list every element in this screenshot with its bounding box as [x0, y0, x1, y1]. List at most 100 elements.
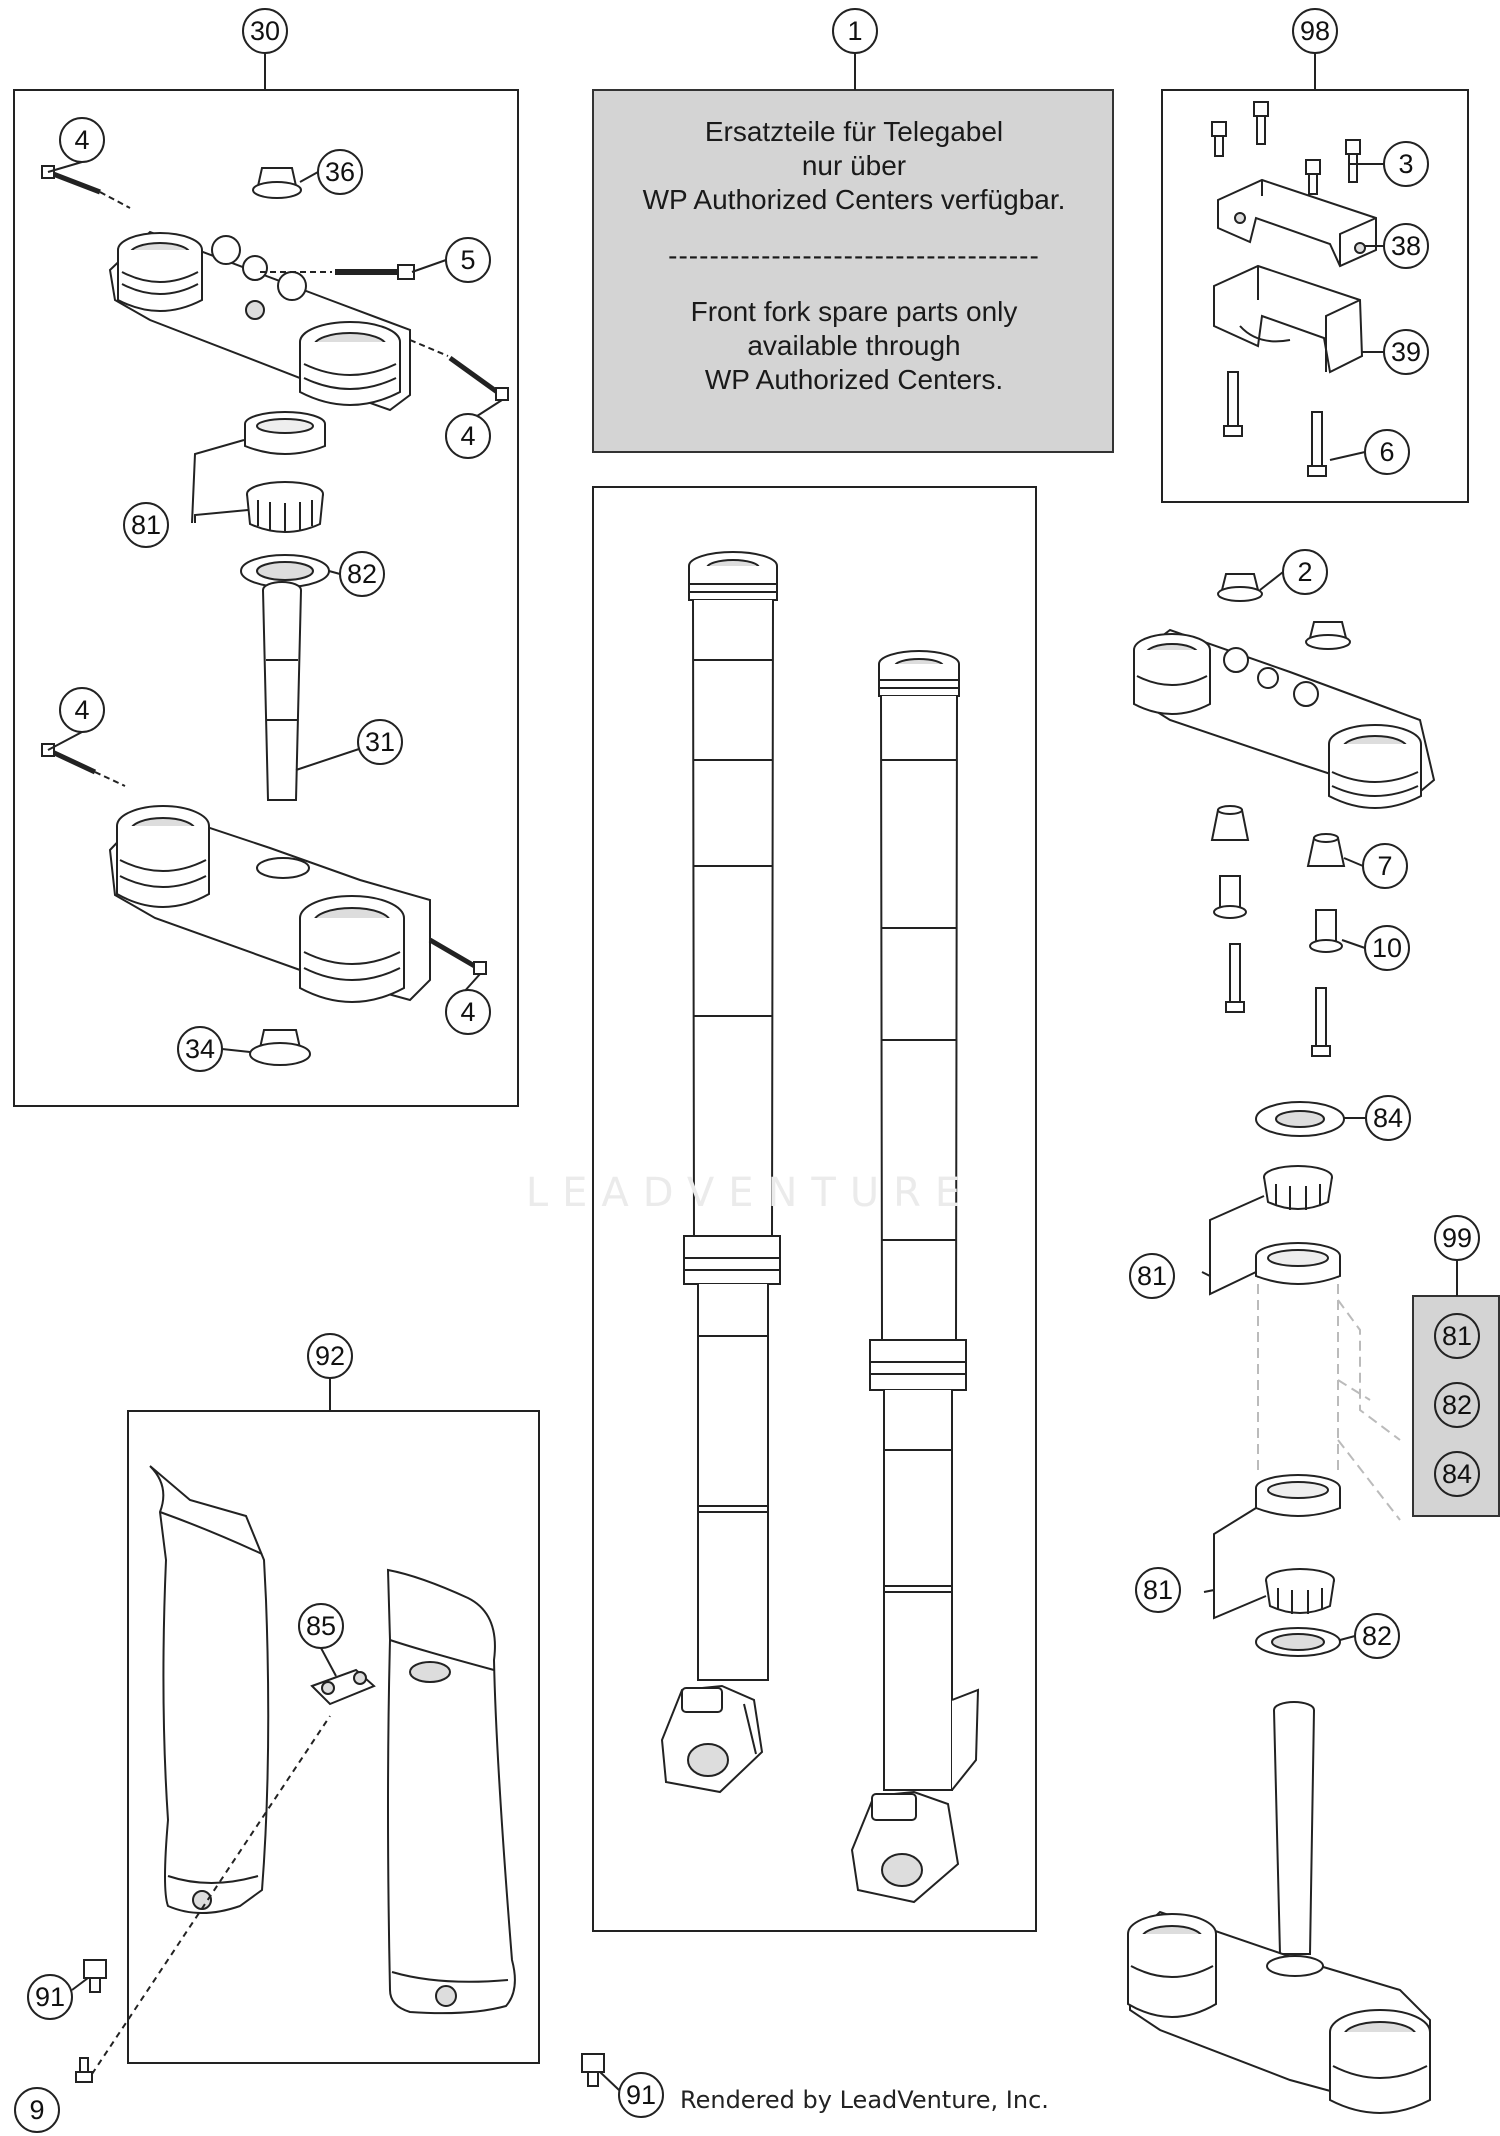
callout-bubble-c81c: [1135, 1567, 1181, 1613]
info-en-line3: WP Authorized Centers.: [704, 364, 1004, 395]
callout-bubble-c30: [242, 8, 288, 54]
callout-label-c99: 99: [1442, 1223, 1472, 1253]
callout-bubble-c5: [445, 237, 491, 283]
taper-bearing-81-right-lower: [1265, 1568, 1335, 1614]
callout-bubble-c2: [1282, 549, 1328, 595]
steering-stem-31: [262, 581, 302, 801]
callout-label-c81c: 81: [1143, 1575, 1173, 1605]
watermark-text: LEADVENTURE: [525, 1170, 975, 1216]
kit-99-item-bubble: [1434, 1313, 1480, 1359]
handlebar-clamp-bottom-39: [1213, 264, 1364, 374]
callout-bubble-c34: [177, 1026, 223, 1072]
footer-credit: Rendered by LeadVenture, Inc.: [680, 2086, 1049, 2114]
callout-label-c91b: 91: [626, 2080, 656, 2110]
info-de-line2: nur über: [801, 150, 907, 181]
callout-label-c5: 5: [460, 245, 475, 275]
info-de-line3: WP Authorized Centers verfügbar.: [642, 184, 1066, 215]
taper-bearing-81-upper: [246, 481, 324, 533]
callout-label-c82a: 82: [347, 559, 377, 589]
callout-bubble-c4d: [445, 989, 491, 1035]
callout-label-c9: 9: [29, 2095, 44, 2125]
callout-bubble-c7: [1362, 843, 1408, 889]
caps-item-2: [1217, 573, 1351, 650]
callout-bubble-c82a: [339, 551, 385, 597]
bearing-race-81-right-lower: [1255, 1474, 1341, 1517]
callout-label-c38: 38: [1391, 231, 1421, 261]
bolt-item-5: [260, 264, 415, 280]
callout-label-c85: 85: [306, 1611, 336, 1641]
callout-bubble-c85: [298, 1603, 344, 1649]
fork-leg-left: [660, 551, 781, 1794]
callout-label-c92: 92: [315, 1341, 345, 1371]
fork-guard-right: [386, 1568, 516, 2015]
callout-bubble-c81a: [123, 502, 169, 548]
callout-label-c98: 98: [1300, 16, 1330, 46]
screw-item-91-box92: [83, 1959, 107, 1993]
callout-leader-c91b: [599, 2071, 620, 2091]
callout-label-c10: 10: [1372, 933, 1402, 963]
callout-bubble-c4b: [445, 413, 491, 459]
callout-label-c31: 31: [365, 727, 395, 757]
callout-leader-c85: [320, 1647, 337, 1677]
callout-bubble-c98: [1292, 8, 1338, 54]
callout-label-c30: 30: [250, 16, 280, 46]
callout-label-c4c: 4: [74, 695, 89, 725]
kit-99-item-label: 82: [1442, 1390, 1472, 1420]
callout-bubble-c4c: [59, 687, 105, 733]
callout-bubble-c3: [1383, 141, 1429, 187]
rubber-dampers-item-7: [1210, 805, 1346, 867]
info-box: [592, 89, 1114, 453]
callout-leader-c4c: [47, 731, 83, 751]
callout-bubble-c6: [1364, 429, 1410, 475]
callout-leader-c91a: [71, 1977, 89, 1991]
kit-99-item-bubble: [1434, 1451, 1480, 1497]
callout-bubble-c38: [1383, 223, 1429, 269]
kit-99-item-label: 84: [1442, 1459, 1472, 1489]
callout-leader-c10: [1341, 939, 1366, 949]
leader-dashed-9: [91, 1715, 331, 2075]
bushings-item-10: [1213, 875, 1343, 953]
info-box-text: Ersatzteile für Telegabel nur über WP Au…: [594, 115, 1114, 397]
callout-bubble-c84: [1365, 1095, 1411, 1141]
info-separator: ------------------------------------: [668, 240, 1040, 271]
callout-label-c34: 34: [185, 1034, 215, 1064]
clamp-bolts-item-6: [1223, 371, 1327, 477]
handlebar-clamp-top-38: [1217, 178, 1377, 268]
callout-bubble-c81b: [1129, 1253, 1175, 1299]
clamp-item-85: [310, 1668, 376, 1706]
callout-label-c36: 36: [325, 157, 355, 187]
info-en-line1: Front fork spare parts only: [690, 296, 1018, 327]
leader-81c: [1203, 1507, 1267, 1620]
callout-bubble-c10: [1364, 925, 1410, 971]
fork-leg-right: [850, 650, 980, 1904]
callout-bubble-c36: [317, 149, 363, 195]
callout-label-c4a: 4: [74, 125, 89, 155]
callout-label-c91a: 91: [35, 1982, 65, 2012]
box-fork-legs: [592, 486, 1037, 1932]
bearing-race-81-right-upper: [1255, 1242, 1341, 1285]
callout-leader-c7: [1343, 857, 1364, 867]
callout-label-c39: 39: [1391, 337, 1421, 367]
callout-bubble-c1: [832, 8, 878, 54]
callout-leader-c82b: [1339, 1635, 1356, 1641]
callout-label-c1: 1: [847, 16, 862, 46]
lower-triple-clamp: [108, 805, 431, 1003]
callout-leader-c6: [1329, 451, 1366, 461]
seal-82-right: [1255, 1627, 1341, 1657]
bolts-item-4-upper: [41, 165, 509, 401]
leader-81b: [1201, 1195, 1265, 1296]
kit-99-item-bubble: [1434, 1382, 1480, 1428]
taper-bearing-81-right-upper: [1263, 1165, 1333, 1210]
callout-bubble-c39: [1383, 329, 1429, 375]
callout-leader-c34: [221, 1048, 251, 1053]
callout-leader-c82a: [328, 570, 341, 575]
callout-label-c84: 84: [1373, 1103, 1403, 1133]
callout-label-c82b: 82: [1362, 1621, 1392, 1651]
callout-bubble-c99: [1434, 1215, 1480, 1261]
callout-label-c81a: 81: [131, 510, 161, 540]
callout-bubble-c91b: [618, 2072, 664, 2118]
box-92-fork-guards: [127, 1410, 540, 2064]
callout-label-c7: 7: [1377, 851, 1392, 881]
